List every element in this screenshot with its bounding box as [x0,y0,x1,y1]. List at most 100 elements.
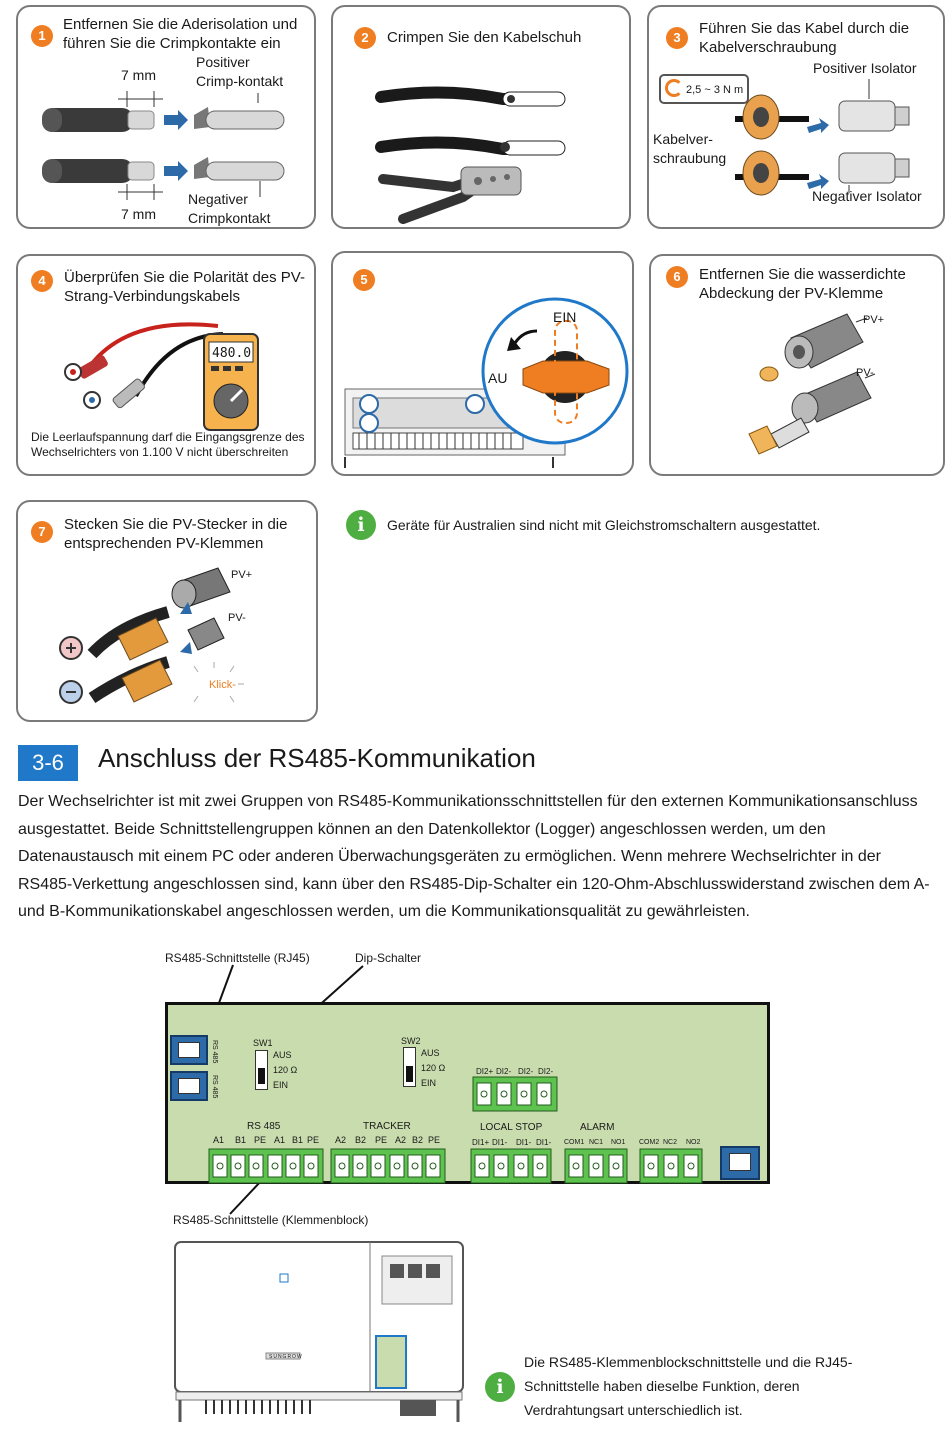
inverter-illustration [174,1241,464,1422]
step-number: 4 [31,270,53,292]
di2-pin-label: DI2- [518,1067,534,1076]
negative-contact-label-1: Negativer [188,191,248,207]
rs485-group-title: RS 485 [247,1121,281,1132]
rs485-pin-label: B1 [292,1135,304,1145]
di2-pin-label: DI2- [496,1067,512,1076]
alarm-pin-label: NO2 [686,1139,701,1146]
sw1-ein: EIN [273,1080,289,1090]
tracker-pin-label: A2 [335,1135,347,1145]
rj45-port [170,1071,208,1101]
cable-gland-label-1: Kabelver- [653,131,713,147]
brand-logo: SUNGROW [269,1354,303,1360]
local-stop-terminal-block [470,1148,552,1184]
dc-switch-illustration [344,297,629,468]
switch-off-label: AU [488,370,508,386]
step-number: 1 [31,25,53,47]
alarm-group-title: ALARM [580,1122,615,1133]
meter-display-value: 480.0 [212,346,252,361]
rs485-pin-label: B1 [235,1135,247,1145]
pv-connector-illustration [59,567,244,704]
di2-pin-label: DI2- [538,1067,554,1076]
step-instruction: Überprüfen Sie die Polarität des PV-Stra… [64,269,305,305]
positive-isolator-label: Positiver Isolator [813,60,917,76]
click-label: Klick- [209,679,236,691]
sw2-aus: AUS [421,1048,440,1058]
step-4-panel: 4 Überprüfen Sie die Polarität des PV-St… [16,254,316,476]
section-number: 3-6 [18,745,78,781]
australia-note: Geräte für Australien sind nicht mit Gle… [387,517,821,533]
di2-pin-label: DI2+ [476,1067,494,1076]
tracker-pin-label: B2 [355,1135,367,1145]
rotate-icon [665,79,683,97]
ethernet-port-socket [729,1153,751,1171]
rs485-pin-label: PE [254,1135,267,1145]
rj45-label: RS 485 [211,1040,218,1064]
step-instruction: Entfernen Sie die wasserdichte Abdeckung… [699,266,906,302]
strip-length-label: 7 mm [121,67,156,83]
pv-terminal-cover-illustration [748,313,876,455]
rj45-port [178,1078,200,1094]
positive-contact-label-2: Crimp-kontakt [196,73,284,89]
rs485-pin-label: A1 [274,1135,286,1145]
sw1-ohm: 120 Ω [273,1065,298,1075]
crimp-contact-illustration [42,91,285,200]
local-stop-pin-label: DI1+ [472,1138,490,1147]
alarm-pin-label: COM2 [639,1139,660,1146]
step-5-panel: 5 EIN AU [331,251,634,476]
alarm-pin-label: NO1 [611,1139,626,1146]
step-instruction: Crimpen Sie den Kabelschuh [387,29,582,46]
step-1-panel: 1 Entfernen Sie die Aderisolation und fü… [16,5,316,229]
step-number: 7 [31,521,53,543]
alarm-terminal-block-2 [639,1148,703,1184]
rj45-callout-label: RS485-Schnittstelle (RJ45) [165,951,310,965]
step-number: 2 [354,27,376,49]
step-number: 5 [353,269,375,291]
step-instruction: Stecken Sie die PV-Stecker in die entspr… [64,516,288,552]
cable-gland-label-2: schraubung [653,150,727,166]
negative-contact-label-2: Crimpkontakt [188,210,271,226]
step-number: 3 [666,27,688,49]
local-stop-group-title: LOCAL STOP [480,1122,543,1133]
strip-length-label: 7 mm [121,206,156,222]
torque-badge [659,74,749,104]
section-title: Anschluss der RS485-Kommunikation [98,743,536,773]
info-icon: i [485,1372,515,1402]
dip-switch-callout-label: Dip-Schalter [355,951,422,965]
sw2-dip-slider [406,1066,413,1082]
voltage-warning-note: Die Leerlaufspannung darf die Eingangsgr… [31,430,305,459]
section-paragraph: Der Wechselrichter ist mit zwei Gruppen … [18,793,930,920]
sw2-ein: EIN [421,1078,437,1088]
rs485-terminal-block [208,1148,324,1184]
alarm-terminal-block-1 [564,1148,628,1184]
torque-value: 2,5 ~ 3 N m [686,84,744,96]
rs485-pin-label: A1 [213,1135,225,1145]
step-2-panel: 2 Crimpen Sie den Kabelschuh [331,5,631,229]
sw2-ohm: 120 Ω [421,1063,446,1073]
pv-minus-label: PV- [856,367,874,379]
rs485-pin-label: PE [307,1135,320,1145]
local-stop-pin-label: DI1- [536,1138,552,1147]
tracker-pin-label: B2 [412,1135,424,1145]
step-number: 6 [666,266,688,288]
tracker-terminal-block [330,1148,446,1184]
rj45-label: RS 485 [211,1075,218,1099]
terminal-rj45-note: Die RS485-Klemmenblockschnittstelle und … [524,1354,853,1418]
rj45-port [178,1042,200,1058]
tracker-pin-label: PE [375,1135,388,1145]
positive-contact-label-1: Positiver [196,54,250,70]
sw1-dip-slider [258,1068,265,1084]
step-instruction: Entfernen Sie die Aderisolation und führ… [63,16,298,52]
negative-isolator-label: Negativer Isolator [812,188,922,204]
pv-plus-label: PV+ [863,314,885,326]
local-stop-pin-label: DI1- [492,1138,508,1147]
alarm-pin-label: NC2 [663,1139,678,1146]
step-7-panel: 7 Stecken Sie die PV-Stecker in die ents… [16,500,318,722]
crimping-tool-illustration [375,86,566,224]
multimeter-illustration [64,322,259,431]
step-instruction: Führen Sie das Kabel durch die Kabelvers… [699,20,910,56]
tracker-group-title: TRACKER [363,1121,411,1132]
pv-plus-label: PV+ [231,569,253,581]
terminal-block-callout-label: RS485-Schnittstelle (Klemmenblock) [173,1213,369,1227]
pv-minus-label: PV- [228,612,246,624]
